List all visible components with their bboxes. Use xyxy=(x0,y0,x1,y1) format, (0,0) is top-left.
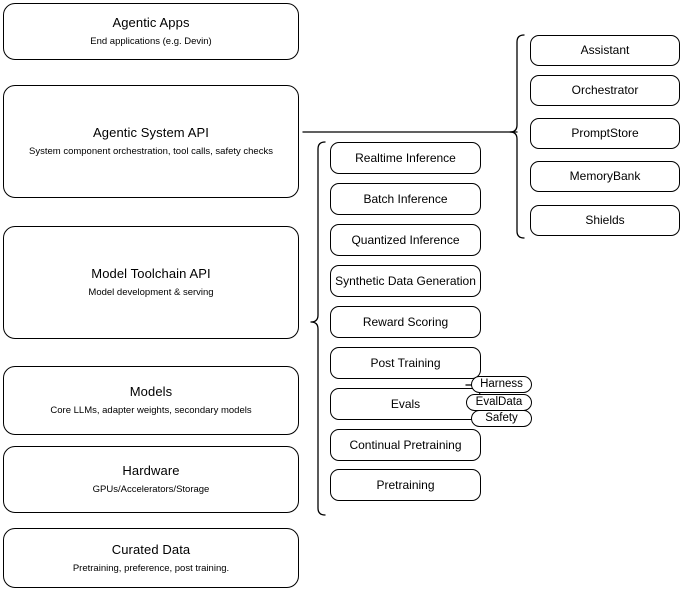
system-component-orchestrator[interactable]: Orchestrator xyxy=(530,75,680,106)
bracket-system-components xyxy=(509,34,525,239)
toolchain-item-label: Synthetic Data Generation xyxy=(335,273,476,288)
evals-subcomponent-label: Safety xyxy=(485,412,518,424)
toolchain-item-continual-pretraining[interactable]: Continual Pretraining xyxy=(330,429,481,461)
toolchain-item-label: Reward Scoring xyxy=(362,314,449,329)
system-component-memorybank[interactable]: MemoryBank xyxy=(530,161,680,192)
toolchain-item-quantized-inference[interactable]: Quantized Inference xyxy=(330,224,481,256)
layer-title: Model Toolchain API xyxy=(91,266,211,281)
system-component-assistant[interactable]: Assistant xyxy=(530,35,680,66)
bracket-toolchain-components xyxy=(310,141,326,516)
layer-title: Agentic System API xyxy=(93,125,209,140)
evals-subcomponent-label: EvalData xyxy=(475,396,523,408)
system-component-label: Shields xyxy=(585,213,625,227)
layer-subtitle: Model development & serving xyxy=(88,287,214,298)
layer-title: Curated Data xyxy=(111,541,191,557)
layer-subtitle: GPUs/Accelerators/Storage xyxy=(92,484,210,495)
toolchain-item-batch-inference[interactable]: Batch Inference xyxy=(330,183,481,215)
system-component-label: Assistant xyxy=(580,43,630,57)
toolchain-item-evals[interactable]: Evals xyxy=(330,388,481,420)
toolchain-item-label: Quantized Inference xyxy=(351,232,460,247)
toolchain-item-label: Pretraining xyxy=(376,477,435,492)
system-component-label: MemoryBank xyxy=(569,169,641,183)
layer-model-toolchain-api[interactable]: Model Toolchain API Model development & … xyxy=(3,226,299,339)
layer-agentic-apps[interactable]: Agentic Apps End applications (e.g. Devi… xyxy=(3,3,299,60)
toolchain-item-label: Continual Pretraining xyxy=(349,437,462,452)
system-component-promptstore[interactable]: PromptStore xyxy=(530,118,680,149)
layer-hardware[interactable]: Hardware GPUs/Accelerators/Storage xyxy=(3,446,299,513)
layer-subtitle: Pretraining, preference, post training. xyxy=(72,562,230,574)
system-component-label: Orchestrator xyxy=(571,83,639,97)
layer-title: Hardware xyxy=(122,463,180,478)
toolchain-item-post-training[interactable]: Post Training xyxy=(330,347,481,379)
toolchain-item-realtime-inference[interactable]: Realtime Inference xyxy=(330,142,481,174)
toolchain-item-reward-scoring[interactable]: Reward Scoring xyxy=(330,306,481,338)
toolchain-item-label: Post Training xyxy=(370,355,441,370)
layer-title: Models xyxy=(129,384,173,399)
toolchain-item-label: Realtime Inference xyxy=(355,150,456,165)
toolchain-item-pretraining[interactable]: Pretraining xyxy=(330,469,481,501)
layer-agentic-system-api[interactable]: Agentic System API System component orch… xyxy=(3,85,299,198)
toolchain-item-label: Evals xyxy=(390,396,421,411)
system-component-shields[interactable]: Shields xyxy=(530,205,680,236)
layer-curated-data[interactable]: Curated Data Pretraining, preference, po… xyxy=(3,528,299,588)
evals-subcomponent-safety[interactable]: Safety xyxy=(471,410,532,427)
evals-subcomponent-evaldata[interactable]: EvalData xyxy=(466,394,532,411)
layer-subtitle: System component orchestration, tool cal… xyxy=(29,146,273,157)
layer-title: Agentic Apps xyxy=(112,15,190,30)
toolchain-item-synthetic-data-generation[interactable]: Synthetic Data Generation xyxy=(330,265,481,297)
evals-subcomponent-harness[interactable]: Harness xyxy=(471,376,532,393)
system-component-label: PromptStore xyxy=(571,126,639,140)
layer-models[interactable]: Models Core LLMs, adapter weights, secon… xyxy=(3,366,299,435)
layer-subtitle: End applications (e.g. Devin) xyxy=(90,36,212,47)
layer-subtitle: Core LLMs, adapter weights, secondary mo… xyxy=(50,405,252,416)
toolchain-item-label: Batch Inference xyxy=(363,191,448,206)
evals-subcomponent-label: Harness xyxy=(480,378,523,390)
